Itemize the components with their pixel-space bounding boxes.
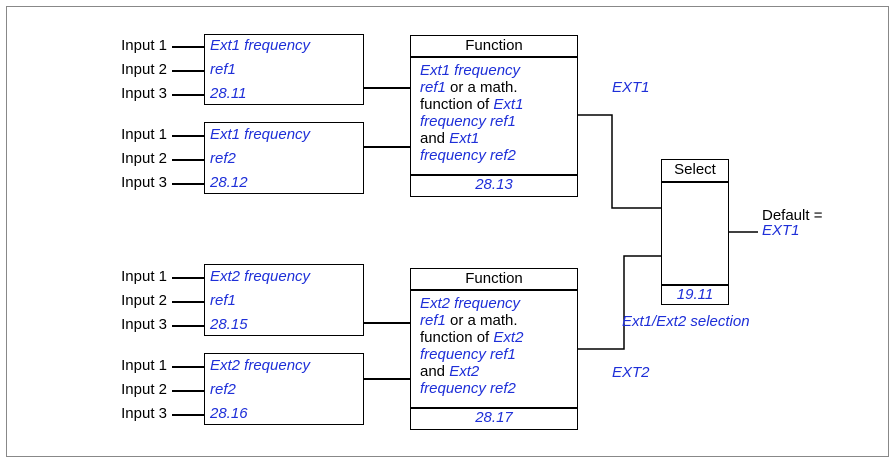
input-3-label: Input 3 <box>121 405 167 422</box>
function-text: Ext2 <box>493 329 524 346</box>
divider <box>410 289 578 291</box>
function-text: Ext1 <box>493 96 524 113</box>
divider <box>410 174 578 176</box>
input-2-label: Input 2 <box>121 292 167 309</box>
diagram-frame <box>6 6 889 457</box>
default-value: EXT1 <box>762 222 800 239</box>
input-line <box>172 46 204 48</box>
input-line <box>172 135 204 137</box>
ext1-ref1-block <box>204 34 364 105</box>
function-text: and <box>420 130 450 147</box>
connector-line <box>364 87 410 89</box>
function-title: Function <box>465 270 523 287</box>
function-text: Ext2 <box>449 363 480 380</box>
ext2-signal-line <box>578 255 661 350</box>
function-text: frequency ref2 <box>420 380 516 397</box>
divider <box>661 181 729 183</box>
divider <box>410 56 578 58</box>
ref-block-subtitle: ref2 <box>210 381 236 398</box>
function-text: ref1 <box>420 79 446 96</box>
ref-block-param: 28.16 <box>210 405 248 422</box>
function-title: Function <box>465 37 523 54</box>
function-param: 28.13 <box>475 176 513 193</box>
function-block-ext1 <box>410 35 578 197</box>
function-text: function of <box>420 96 494 113</box>
input-2-label: Input 2 <box>121 150 167 167</box>
default-label: Default = <box>762 207 823 224</box>
ref-block-title: Ext1 frequency <box>210 37 311 54</box>
input-line <box>172 159 204 161</box>
ext2-ref2-block <box>204 353 364 425</box>
input-line <box>172 414 204 416</box>
connector-line <box>364 146 410 148</box>
input-line <box>172 277 204 279</box>
ext2-label: EXT2 <box>612 364 650 381</box>
ext1-signal-line <box>578 114 661 209</box>
input-3-label: Input 3 <box>121 316 167 333</box>
ref-block-title: Ext1 frequency <box>210 126 311 143</box>
select-caption: Ext1/Ext2 selection <box>622 313 750 330</box>
input-3-label: Input 3 <box>121 174 167 191</box>
ref-block-title: Ext2 frequency <box>210 357 311 374</box>
select-block <box>661 159 729 305</box>
function-text: Ext1 frequency <box>420 62 521 79</box>
ref-block-title: Ext2 frequency <box>210 268 311 285</box>
function-text: Ext2 frequency <box>420 295 521 312</box>
input-line <box>172 325 204 327</box>
input-1-label: Input 1 <box>121 126 167 143</box>
function-block-ext2 <box>410 268 578 430</box>
input-line <box>172 94 204 96</box>
ref-block-subtitle: ref1 <box>210 61 236 78</box>
input-2-label: Input 2 <box>121 61 167 78</box>
input-line <box>172 70 204 72</box>
function-text: or a math. <box>445 79 518 96</box>
function-text: ref1 <box>420 312 446 329</box>
divider <box>661 284 729 286</box>
function-text: frequency ref1 <box>420 346 516 363</box>
function-text: frequency ref1 <box>420 113 516 130</box>
ref-block-param: 28.15 <box>210 316 248 333</box>
input-1-label: Input 1 <box>121 268 167 285</box>
ext2-ref1-block <box>204 264 364 336</box>
ext1-ref2-block <box>204 122 364 194</box>
select-title: Select <box>674 161 716 178</box>
ref-block-subtitle: ref1 <box>210 292 236 309</box>
ref-block-param: 28.11 <box>210 85 247 102</box>
input-1-label: Input 1 <box>121 37 167 54</box>
function-text: and <box>420 363 450 380</box>
connector-line <box>364 322 410 324</box>
input-line <box>172 183 204 185</box>
function-text: frequency ref2 <box>420 147 516 164</box>
ext1-label: EXT1 <box>612 79 650 96</box>
select-param: 19.11 <box>676 286 714 303</box>
function-text: function of <box>420 329 494 346</box>
ref-block-subtitle: ref2 <box>210 150 236 167</box>
input-2-label: Input 2 <box>121 381 167 398</box>
ref-block-param: 28.12 <box>210 174 248 191</box>
input-line <box>172 301 204 303</box>
function-text: Ext1 <box>449 130 480 147</box>
function-text: or a math. <box>445 312 518 329</box>
connector-line <box>364 378 410 380</box>
input-line <box>172 390 204 392</box>
divider <box>410 407 578 409</box>
function-param: 28.17 <box>475 409 513 426</box>
input-3-label: Input 3 <box>121 85 167 102</box>
input-1-label: Input 1 <box>121 357 167 374</box>
input-line <box>172 366 204 368</box>
